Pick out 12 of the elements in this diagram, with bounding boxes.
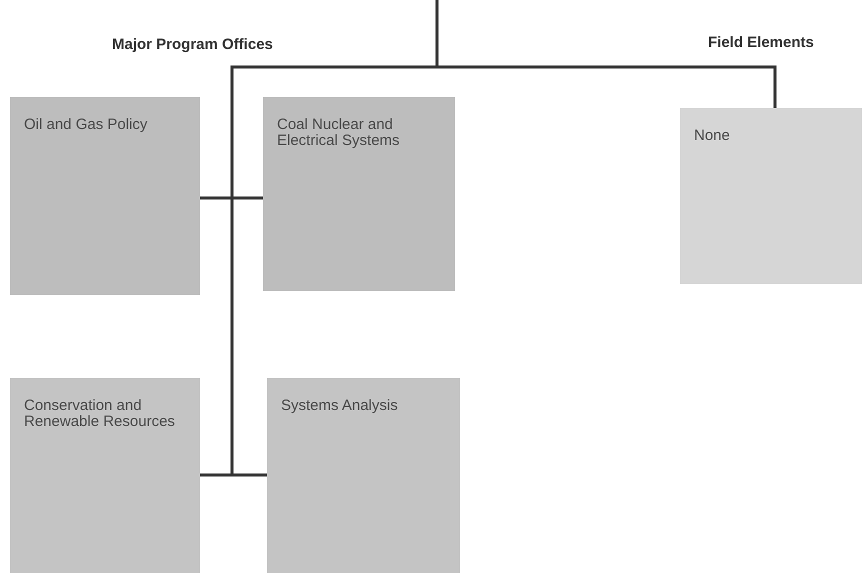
office-box [267,378,460,573]
office-name: Systems Analysis [281,398,399,414]
office-box [10,378,200,573]
office-box [263,97,455,291]
office-name: Oil and Gas Policy [24,117,148,133]
office-box [680,108,862,284]
office-name: Coal Nuclear and Electrical Systems [277,117,401,149]
section-heading: Major Program Offices [112,36,273,53]
office-box [10,97,200,295]
office-name: None [694,128,731,144]
section-heading: Field Elements [708,34,814,51]
office-name: Conservation and Renewable Resources [24,398,176,430]
